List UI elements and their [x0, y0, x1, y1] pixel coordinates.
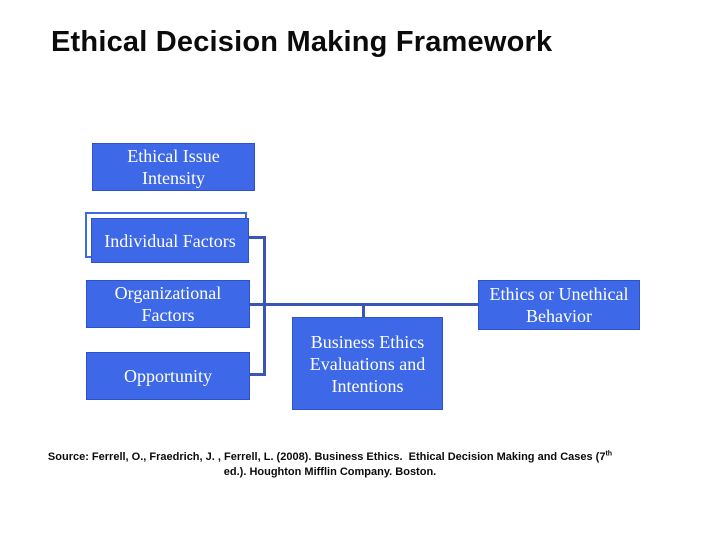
connector-business-ethics-stub: [362, 305, 365, 318]
source-citation: Source: Ferrell, O., Fraedrich, J. , Fer…: [0, 450, 660, 480]
source-line1: Source: Ferrell, O., Fraedrich, J. , Fer…: [47, 451, 606, 463]
box-ethics-or-unethical-behavior: Ethics or Unethical Behavior: [478, 280, 640, 330]
box-business-ethics-evaluations-label: Business Ethics Evaluations and Intentio…: [309, 331, 426, 396]
connector-opportunity-elbow: [250, 373, 266, 376]
box-opportunity-label: Opportunity: [124, 366, 212, 386]
box-ethical-issue-intensity: Ethical Issue Intensity: [92, 143, 255, 191]
box-business-ethics-evaluations: Business Ethics Evaluations and Intentio…: [292, 317, 443, 410]
slide-title: Ethical Decision Making Framework: [51, 26, 553, 58]
box-ethical-issue-intensity-label: Ethical Issue Intensity: [127, 146, 220, 188]
box-ethics-or-unethical-behavior-label: Ethics or Unethical Behavior: [489, 284, 629, 326]
box-organizational-factors: Organizational Factors: [86, 280, 250, 328]
connector-vertical-line: [263, 236, 266, 376]
box-individual-factors-label: Individual Factors: [104, 230, 236, 251]
source-superscript: th: [605, 450, 613, 458]
source-line2: ed.). Houghton Mifflin Company. Boston.: [223, 466, 437, 478]
box-organizational-factors-label: Organizational Factors: [114, 283, 222, 325]
connector-main-horizontal-line: [250, 303, 478, 306]
connector-individual-factors-elbow: [248, 236, 266, 239]
box-opportunity: Opportunity: [86, 352, 250, 400]
box-individual-factors: Individual Factors: [91, 218, 249, 263]
